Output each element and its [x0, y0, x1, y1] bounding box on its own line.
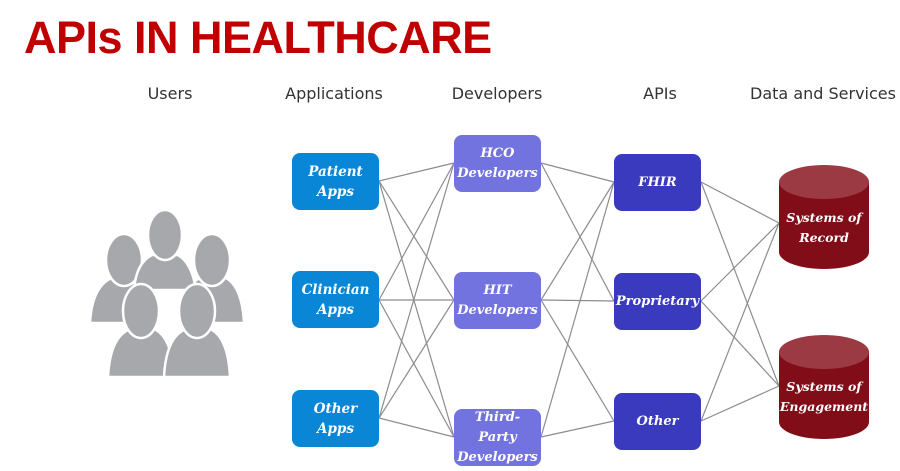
database-cylinder-icon: [779, 165, 869, 269]
api-node-label: Other: [636, 413, 679, 429]
database-cylinder-icon: [779, 335, 869, 439]
data-node-line2: Engagement: [779, 399, 869, 414]
api-node-proprietary: Proprietary: [614, 273, 701, 330]
developer-node-hit: HIT Developers: [454, 272, 541, 329]
api-node-label: FHIR: [638, 174, 677, 190]
connector-otherapps-thirdparty: [378, 417, 455, 438]
data-node-line1: Systems of: [786, 379, 862, 394]
developer-node-line2: Developers: [457, 302, 538, 318]
column-header-developers: Developers: [451, 84, 543, 103]
group-of-people-icon: [88, 208, 246, 379]
connector-proprietary-engagement: [700, 300, 780, 387]
developer-node-line1: HIT: [483, 282, 512, 298]
column-header-users: Users: [147, 84, 193, 103]
connector-clinician-thirdparty: [378, 299, 455, 438]
api-node-fhir: FHIR: [614, 154, 701, 211]
developer-node-line1: Third-Party: [474, 409, 521, 445]
connector-hco-fhir: [540, 162, 615, 183]
app-node-line1: Other: [313, 400, 358, 417]
connector-thirdparty-other: [540, 420, 615, 438]
connector-patient-thirdparty: [378, 180, 455, 438]
developer-node-line1: HCO: [480, 145, 515, 161]
data-node-systems-of-engagement: Systems of Engagement: [779, 335, 869, 439]
connector-hit-proprietary: [540, 299, 615, 302]
connector-other-engagement: [700, 385, 780, 422]
connector-other-record: [700, 222, 780, 422]
developer-node-hco: HCO Developers: [454, 135, 541, 192]
api-node-other: Other: [614, 393, 701, 450]
column-header-applications: Applications: [285, 84, 383, 103]
connector-patient-hco: [378, 162, 455, 182]
connector-hco-proprietary: [540, 162, 615, 302]
app-node-line1: Clinician: [301, 281, 370, 298]
app-node-line1: Patient: [308, 163, 363, 180]
connector-otherapps-hit: [378, 299, 455, 419]
app-node-line2: Apps: [317, 183, 354, 200]
connector-fhir-engagement: [700, 181, 780, 387]
data-node-line2: Record: [799, 230, 849, 245]
connector-otherapps-hco: [378, 162, 455, 419]
column-header-apis: APIs: [643, 84, 677, 103]
page-title: APIs IN HEALTHCARE: [24, 12, 492, 63]
column-header-data-services: Data and Services: [750, 84, 896, 103]
connector-hit-fhir: [540, 181, 615, 301]
connector-hit-other: [540, 299, 615, 422]
users-group: [84, 205, 249, 385]
connector-fhir-record: [700, 181, 780, 224]
connector-clinician-hco: [378, 162, 455, 301]
developer-node-line2: Developers: [457, 165, 538, 181]
developer-node-line2: Developers: [457, 449, 538, 465]
connector-thirdparty-fhir: [540, 181, 615, 438]
app-node-line2: Apps: [317, 301, 354, 318]
data-node-line1: Systems of: [786, 210, 862, 225]
app-node-line2: Apps: [317, 420, 354, 437]
connector-proprietary-record: [700, 222, 780, 302]
data-node-systems-of-record: Systems of Record: [779, 165, 869, 269]
api-node-label: Proprietary: [615, 293, 700, 309]
connector-patient-hit: [378, 180, 455, 301]
